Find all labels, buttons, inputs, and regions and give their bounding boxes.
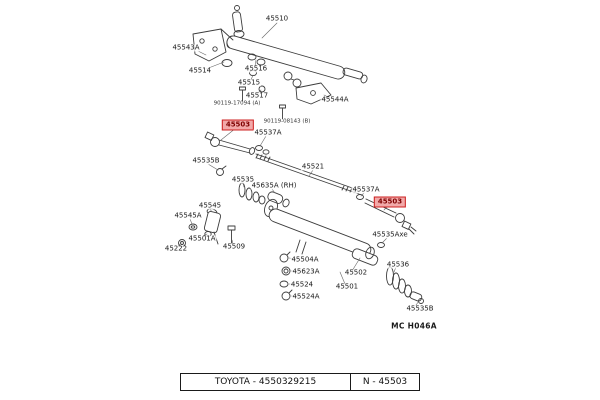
footer-ref-number: N - 45503 <box>350 374 419 390</box>
footer-part-number: TOYOTA - 4550329215 <box>214 377 317 387</box>
tie-rod-and-rack-art <box>204 131 417 235</box>
boot-and-damper-art <box>178 165 290 247</box>
housing-assembly-art <box>264 198 424 304</box>
footer-part-bar: TOYOTA - 4550329215 N - 45503 <box>180 373 420 391</box>
steering-gear-assembly-art <box>192 5 368 120</box>
